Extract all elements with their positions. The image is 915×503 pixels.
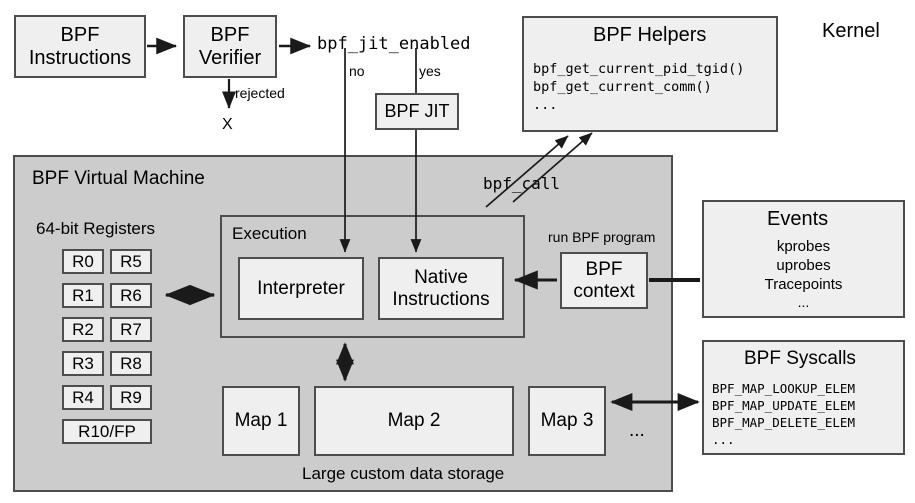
map-label: Map 3 [540, 410, 594, 432]
map-3-box: Map 3 [528, 386, 606, 456]
bpf-jit-enabled-label: bpf_jit_enabled [317, 34, 471, 54]
register-label: R2 [72, 319, 94, 339]
native-instructions-line2: Instructions [392, 288, 490, 310]
rejected-x-mark: X [222, 116, 233, 133]
bpf-helpers-box [522, 16, 778, 132]
bpf-verifier-box: BPF Verifier [183, 15, 277, 78]
register-r0: R0 [62, 249, 104, 274]
events-list: kprobes uprobes Tracepoints ... [702, 238, 905, 312]
map-1-box: Map 1 [222, 386, 300, 456]
bpf-virtual-machine-title: BPF Virtual Machine [32, 168, 205, 189]
events-box [702, 200, 905, 318]
map-2-box: Map 2 [314, 386, 514, 456]
register-r5: R5 [110, 249, 152, 274]
syscall-item: ... [712, 431, 735, 447]
bpf-syscalls-list: BPF_MAP_LOOKUP_ELEM BPF_MAP_UPDATE_ELEM … [712, 381, 855, 449]
bpf-instructions-line2: Instructions [28, 46, 132, 69]
syscall-item: BPF_MAP_DELETE_ELEM [712, 414, 855, 430]
register-r1: R1 [62, 283, 104, 308]
events-item: Tracepoints [764, 275, 843, 293]
register-label: R3 [72, 353, 94, 373]
branch-no-label: no [349, 63, 365, 79]
maps-ellipsis: ... [629, 420, 645, 441]
interpreter-box: Interpreter [238, 257, 364, 320]
register-label: R9 [120, 387, 142, 407]
events-title: Events [767, 208, 829, 230]
native-instructions-box: Native Instructions [378, 257, 504, 320]
bpf-context-box: BPF context [560, 252, 648, 309]
bpf-syscalls-box [702, 340, 905, 455]
bpf-context-line1: BPF [585, 259, 623, 281]
bpf-call-label: bpf_call [483, 174, 561, 193]
register-label: R7 [120, 319, 142, 339]
bpf-helpers-list: bpf_get_current_pid_tgid() bpf_get_curre… [533, 61, 744, 114]
register-label: R5 [120, 251, 142, 271]
register-label: R4 [72, 387, 94, 407]
bpf-instructions-box: BPF Instructions [14, 15, 146, 78]
map-label: Map 1 [234, 410, 288, 432]
syscall-item: BPF_MAP_UPDATE_ELEM [712, 397, 855, 413]
register-r6: R6 [110, 283, 152, 308]
registers-title: 64-bit Registers [36, 219, 156, 238]
bpf-verifier-line1: BPF [210, 24, 250, 47]
helper-item: ... [533, 96, 558, 113]
bpf-jit-box: BPF JIT [375, 93, 459, 130]
interpreter-label: Interpreter [257, 277, 345, 299]
branch-yes-label: yes [419, 63, 441, 79]
bpf-jit-label: BPF JIT [384, 101, 450, 122]
helper-item: bpf_get_current_comm() [533, 78, 712, 95]
bpf-syscalls-title: BPF Syscalls [744, 348, 856, 369]
events-item: ... [797, 294, 810, 311]
bpf-verifier-line2: Verifier [198, 46, 262, 69]
bpf-context-line2: context [573, 280, 635, 302]
rejected-label: rejected [235, 85, 285, 101]
kernel-label: Kernel [822, 20, 880, 42]
bpf-helpers-title: BPF Helpers [593, 24, 707, 46]
events-item: kprobes [776, 238, 831, 255]
register-r4: R4 [62, 385, 104, 410]
bpf-instructions-line1: BPF [60, 24, 100, 47]
syscall-item: BPF_MAP_LOOKUP_ELEM [712, 381, 855, 396]
register-r3: R3 [62, 351, 104, 376]
helper-item: bpf_get_current_pid_tgid() [533, 61, 745, 77]
events-item: uprobes [776, 256, 831, 274]
register-label: R1 [72, 285, 94, 305]
register-label: R8 [120, 353, 142, 373]
native-instructions-line1: Native [414, 267, 468, 289]
map-label: Map 2 [387, 410, 441, 432]
run-bpf-program-label: run BPF program [548, 229, 656, 245]
register-r9: R9 [110, 385, 152, 410]
register-r2: R2 [62, 317, 104, 342]
register-r8: R8 [110, 351, 152, 376]
register-label: R0 [72, 251, 94, 271]
register-label: R10/FP [78, 421, 136, 441]
register-label: R6 [120, 285, 142, 305]
execution-title: Execution [232, 224, 307, 243]
storage-label: Large custom data storage [302, 464, 505, 483]
register-r10-fp: R10/FP [62, 419, 152, 444]
register-r7: R7 [110, 317, 152, 342]
